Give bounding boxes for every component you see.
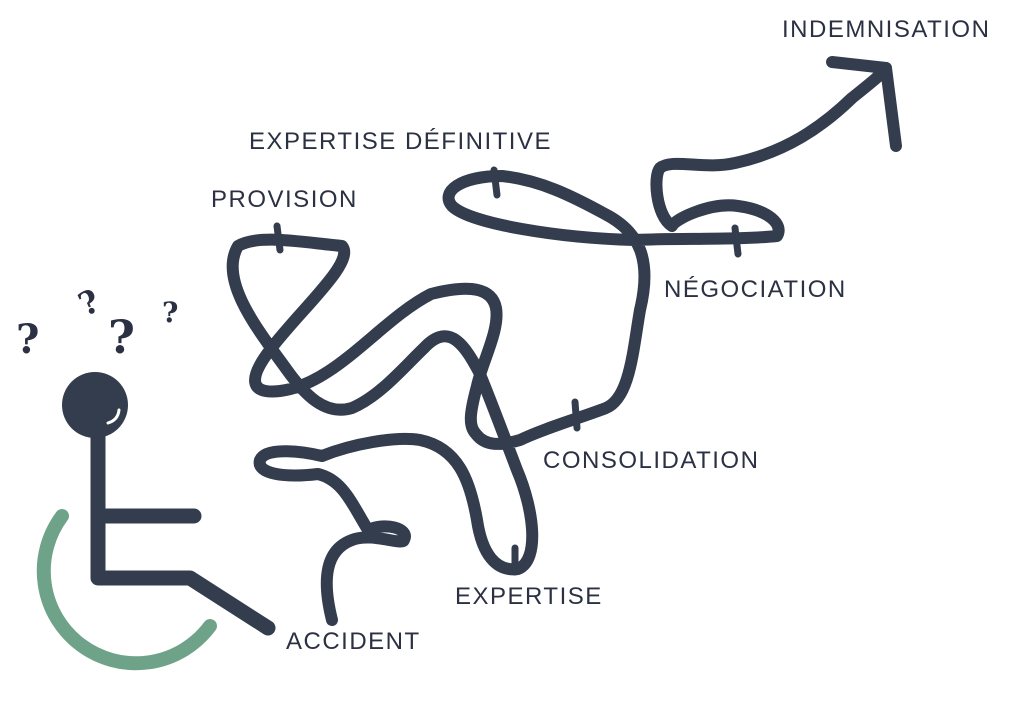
tick-expertise-definitive — [490, 166, 501, 199]
question-mark-4: ? — [162, 296, 178, 329]
question-mark-1: ? — [16, 316, 39, 363]
wheel-arc — [36, 509, 217, 671]
label-accident: ACCIDENT — [286, 628, 421, 655]
label-expertise-definitive: EXPERTISE DÉFINITIVE — [249, 128, 552, 155]
step-ticks — [273, 166, 742, 576]
question-marks-icon: ? ? ? ? — [16, 281, 178, 364]
label-negociation: NÉGOCIATION — [664, 276, 847, 303]
label-indemnisation: INDEMNISATION — [782, 16, 990, 43]
question-mark-3: ? — [108, 310, 135, 364]
tick-negociation — [731, 224, 742, 258]
step-labels: INDEMNISATION EXPERTISE DÉFINITIVE PROVI… — [211, 16, 990, 655]
label-provision: PROVISION — [211, 186, 358, 213]
body-line — [90, 422, 276, 636]
tick-consolidation — [571, 398, 581, 432]
question-mark-2: ? — [73, 281, 106, 323]
wheelchair-user-icon — [36, 372, 276, 671]
tick-provision — [273, 222, 284, 254]
label-consolidation: CONSOLIDATION — [543, 447, 759, 474]
head-highlight — [106, 408, 121, 425]
label-expertise: EXPERTISE — [455, 583, 603, 610]
arrow-head-icon — [826, 56, 902, 152]
